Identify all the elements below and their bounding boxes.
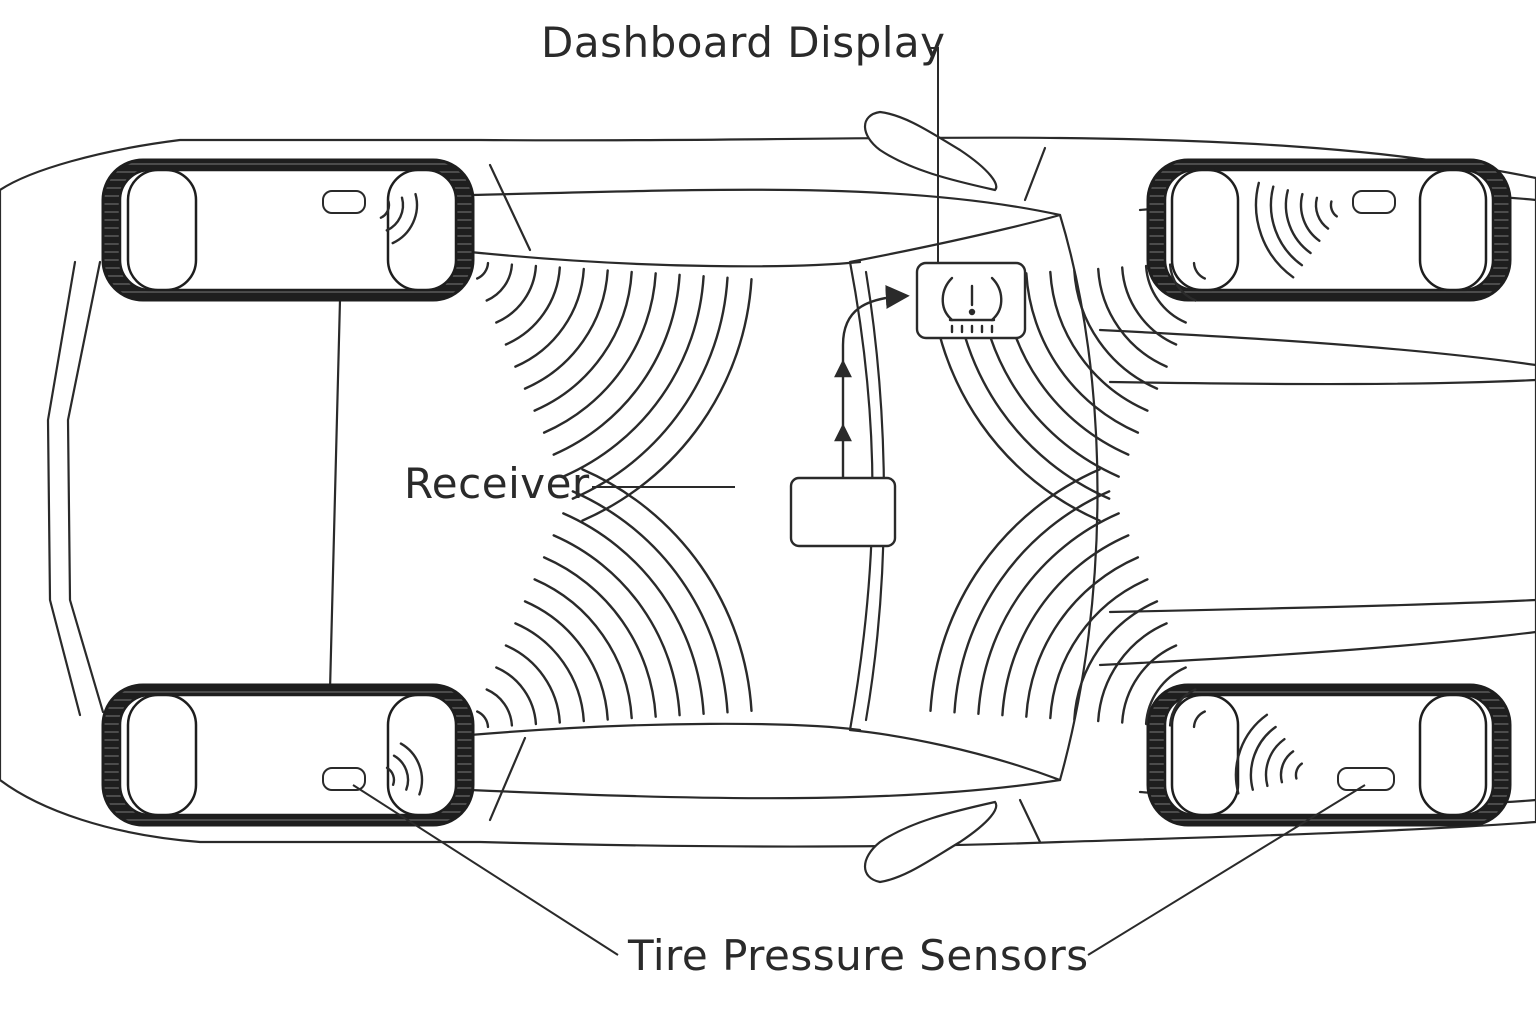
signal-wave-arc xyxy=(1279,750,1295,784)
signal-wave-arc xyxy=(1121,266,1178,346)
label-receiver: Receiver xyxy=(404,459,590,508)
signal-wave-arc xyxy=(523,269,609,390)
signal-wave-arc xyxy=(1144,666,1187,726)
signal-wave-arc xyxy=(1284,189,1312,255)
signal-wave-arc xyxy=(953,490,1111,714)
signal-wave-arc xyxy=(385,766,396,786)
signal-wave-arc xyxy=(485,688,514,727)
signal-wave-arc xyxy=(1314,196,1330,230)
hood-line-top xyxy=(1098,328,1536,367)
sensor-icon xyxy=(1352,190,1396,214)
signal-wave-arc xyxy=(523,600,609,721)
signal-wave-arc xyxy=(485,263,514,302)
signal-wave-arc xyxy=(533,270,633,412)
signal-wave-arc xyxy=(1001,534,1130,717)
pillar-top-front xyxy=(1023,146,1047,202)
roof-left-bottom xyxy=(468,722,862,737)
signal-wave-arc xyxy=(1073,269,1159,390)
leader-dashboard xyxy=(930,47,939,263)
signal-wave-arc xyxy=(399,742,424,796)
sensor-icon xyxy=(1337,767,1395,791)
signal-wave-arc xyxy=(1249,725,1277,791)
signal-wave-arc xyxy=(1144,264,1187,324)
leader-sensor-front xyxy=(1087,784,1366,956)
roof-left xyxy=(468,250,862,268)
signal-wave-arc xyxy=(1097,267,1168,368)
body-left-inner2 xyxy=(66,260,105,714)
signal-wave-arc xyxy=(392,754,410,791)
arrow-up-icon xyxy=(834,284,910,478)
signal-wave-arc xyxy=(476,710,490,729)
mirror-top xyxy=(864,110,998,192)
signal-wave-arc xyxy=(581,468,753,712)
signal-wave-arc xyxy=(1073,600,1159,721)
signal-wave-arc xyxy=(514,622,585,723)
signal-wave-arc xyxy=(552,273,681,456)
sensor-icon xyxy=(322,190,366,214)
signal-wave-arc xyxy=(533,578,633,720)
signal-wave-arc xyxy=(562,275,705,478)
signal-wave-arc xyxy=(1025,272,1140,434)
signal-wave-arc xyxy=(385,196,405,232)
car-body xyxy=(0,136,1536,848)
signal-wave-arc xyxy=(1264,738,1286,788)
tire-rear-left xyxy=(101,158,475,302)
hood-line-bottom2 xyxy=(1098,630,1536,667)
mirror-bottom xyxy=(864,800,998,884)
signal-wave-arc xyxy=(929,468,1101,712)
signal-wave-arc xyxy=(581,278,753,522)
hood-line-bottom xyxy=(1108,598,1536,614)
signal-wave-arc xyxy=(1192,261,1206,280)
label-dashboard-display: Dashboard Display xyxy=(541,18,946,67)
signal-wave-arc xyxy=(1049,270,1149,412)
signal-wave-arc xyxy=(1168,688,1197,727)
signal-wave-arc xyxy=(476,261,490,280)
signal-wave-arc xyxy=(379,200,391,219)
pillar-bottom-front xyxy=(1018,798,1042,844)
body-left-inner xyxy=(46,260,82,717)
signal-wave-arc xyxy=(1299,192,1321,242)
tire-front-left xyxy=(1146,158,1512,302)
signal-wave-arc xyxy=(1192,710,1206,729)
signal-wave-arc xyxy=(1329,200,1338,218)
door-line-top xyxy=(488,163,532,252)
sensor-icon xyxy=(322,767,366,791)
rear-window-line xyxy=(328,298,342,692)
signal-wave-arc xyxy=(1269,185,1304,267)
tire-rear-right xyxy=(101,683,475,827)
signal-wave-arc xyxy=(552,534,681,717)
signal-wave-arc xyxy=(1168,263,1197,302)
signal-wave-arc xyxy=(542,272,657,434)
label-tire-pressure-sensors: Tire Pressure Sensors xyxy=(628,931,1089,980)
signal-wave-arc xyxy=(1294,762,1303,780)
signal-wave-arc xyxy=(1121,644,1178,724)
signal-wave-arc xyxy=(504,266,561,346)
signal-wave-arc xyxy=(504,644,561,724)
signal-wave-arc xyxy=(571,490,729,714)
signal-wave-arc xyxy=(495,666,538,726)
receiver-box xyxy=(789,476,897,548)
dashboard-display xyxy=(915,261,1027,340)
a-pillar-bottom xyxy=(468,778,1062,800)
signal-wave-arc xyxy=(1254,181,1295,279)
signal-wave-arc xyxy=(514,267,585,368)
signal-wave-arc xyxy=(1097,622,1168,723)
body-outline xyxy=(0,136,1536,848)
signal-wave-arc xyxy=(562,512,705,715)
signal-wave-arc xyxy=(495,264,538,324)
signal-wave-arc xyxy=(1049,578,1149,720)
tpms-warning-icon xyxy=(941,276,1003,334)
signal-wave-arc xyxy=(977,512,1120,715)
signal-wave-arc xyxy=(542,556,657,718)
signal-wave-arc xyxy=(1025,556,1140,718)
leader-sensor-rear xyxy=(352,784,619,956)
signal-wave-arc xyxy=(1234,713,1269,795)
signal-wave-arc xyxy=(391,192,419,245)
door-line-bottom xyxy=(488,736,527,822)
a-pillar-top xyxy=(468,188,1062,217)
hood-line-top2 xyxy=(1108,378,1536,386)
tire-front-right xyxy=(1146,683,1512,827)
